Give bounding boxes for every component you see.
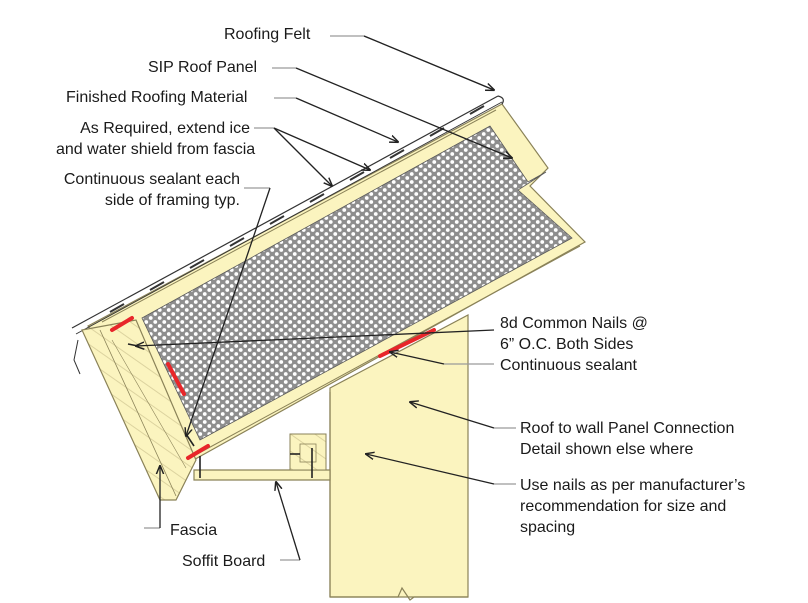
label-fascia: Fascia <box>170 522 218 539</box>
leader-lines <box>136 35 516 561</box>
label-finished-roofing-material: Finished Roofing Material <box>66 89 248 106</box>
wall-panel <box>329 314 469 601</box>
label-ice-water-shield: As Required, extend ice and water shield… <box>56 120 256 158</box>
label-common-nails: 8d Common Nails @ 6” O.C. Both Sides <box>500 315 648 353</box>
label-continuous-sealant: Continuous sealant <box>500 357 637 374</box>
label-sip-roof-panel: SIP Roof Panel <box>148 59 258 76</box>
label-soffit-board: Soffit Board <box>182 553 266 570</box>
soffit-board <box>193 433 331 481</box>
label-use-nails: Use nails as per manufacturer’s recommen… <box>520 477 746 536</box>
label-roof-wall-connection: Roof to wall Panel Connection Detail sho… <box>520 420 735 458</box>
roofing-layers <box>71 95 504 375</box>
label-roofing-felt: Roofing Felt <box>224 26 311 43</box>
label-continuous-sealant-each: Continuous sealant each side of framing … <box>63 171 240 209</box>
